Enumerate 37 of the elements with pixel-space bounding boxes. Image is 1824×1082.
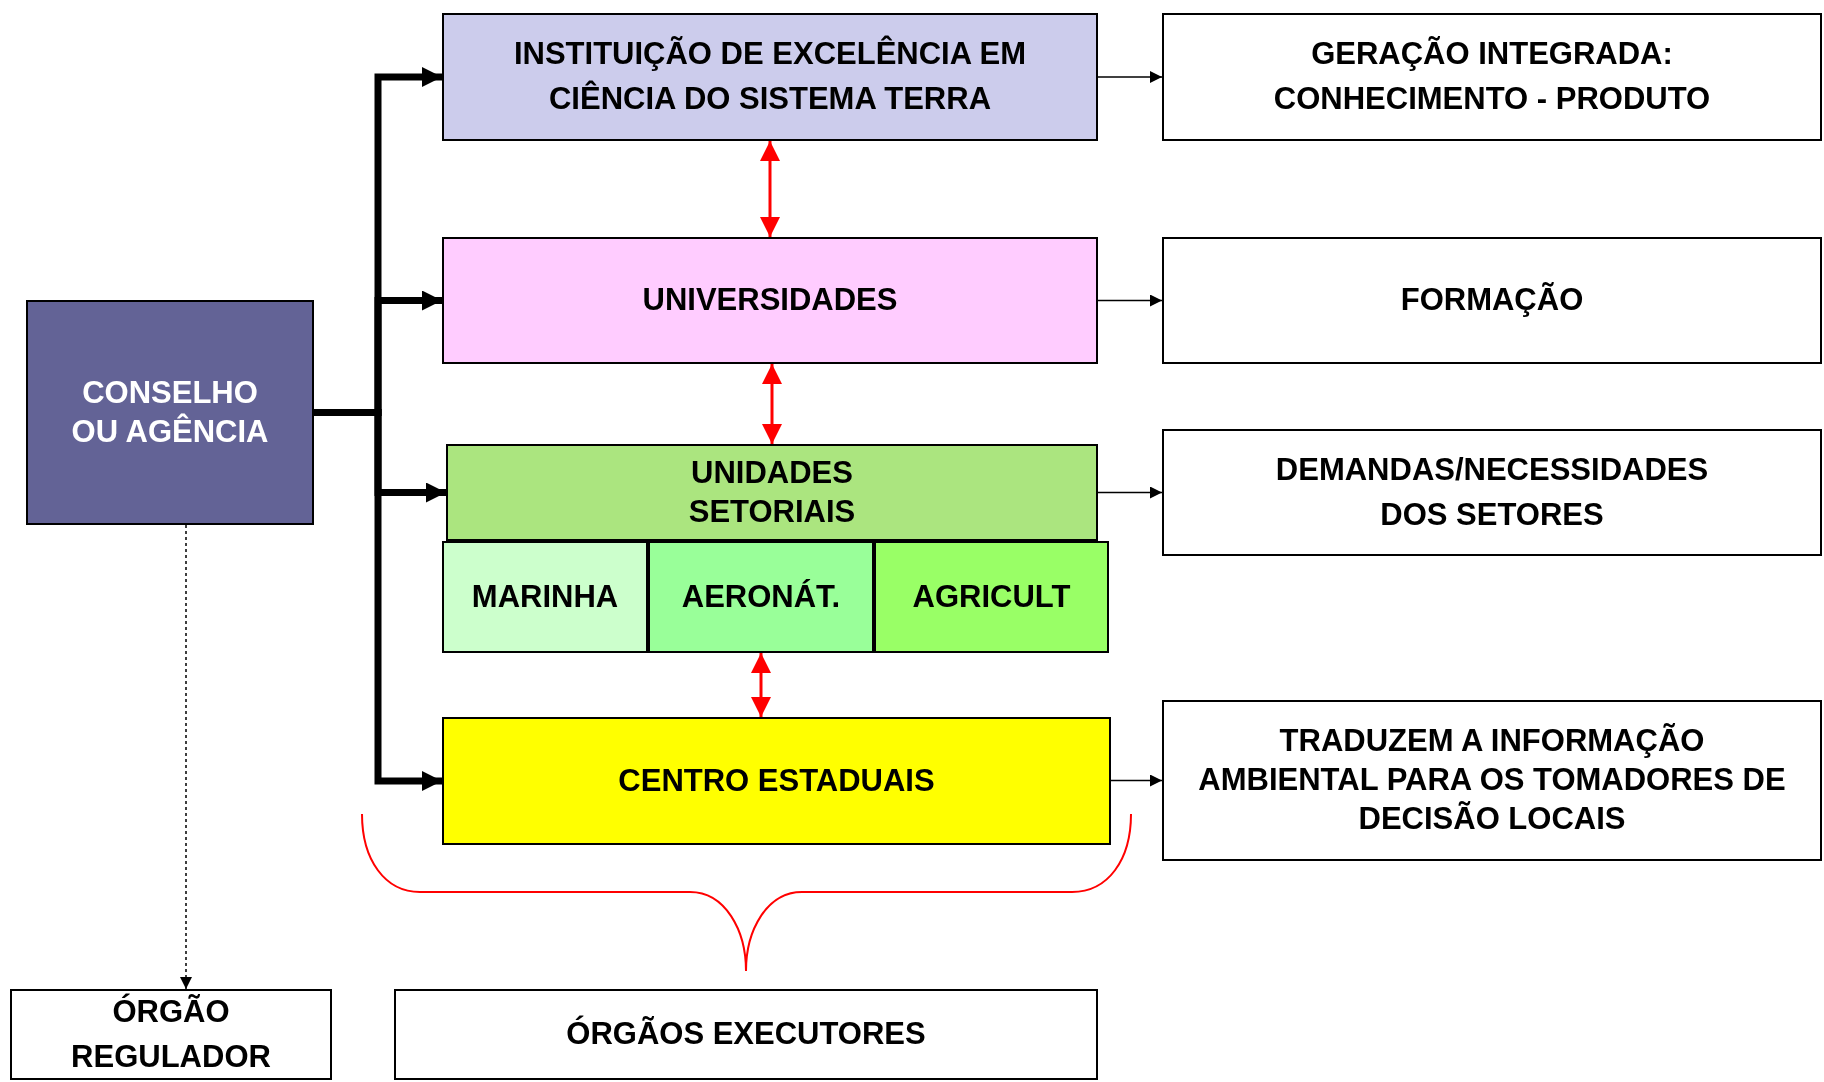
regulator-box xyxy=(10,989,332,1080)
node-label: AERONÁT. xyxy=(681,577,841,616)
outcome-box xyxy=(1162,13,1822,141)
node-label: ÓRGÃO REGULADOR xyxy=(70,992,272,1076)
arrow xyxy=(1097,486,1163,499)
node-label: DEMANDAS/NECESSIDADES DOS SETORES xyxy=(1274,450,1710,534)
node-label: GERAÇÃO INTEGRADA: CONHECIMENTO - PRODUTO xyxy=(1272,35,1712,118)
node-label: ÓRGÃOS EXECUTORES xyxy=(566,1014,926,1054)
arrow xyxy=(1097,71,1163,83)
node-label: CENTRO ESTADUAIS xyxy=(618,761,935,800)
arrow xyxy=(1110,774,1163,787)
outcome-box xyxy=(1162,700,1822,861)
outcome-box xyxy=(442,717,1111,845)
node-label: MARINHA xyxy=(471,577,619,616)
outcome-box xyxy=(446,444,1098,541)
arrow xyxy=(314,409,442,791)
node-label: UNIVERSIDADES xyxy=(642,281,898,320)
outcome-box xyxy=(1162,429,1822,556)
council-box xyxy=(26,300,314,525)
node-label: CONSELHO OU AGÊNCIA xyxy=(70,373,270,451)
outcome-box xyxy=(1162,237,1822,364)
arrow xyxy=(1097,294,1163,307)
outcome-box xyxy=(442,541,648,653)
node-label: INSTITUIÇÃO DE EXCELÊNCIA EM CIÊNCIA DO SISTEMA TERRA xyxy=(512,34,1028,118)
double-arrow xyxy=(760,141,780,237)
outcome-box xyxy=(874,541,1109,653)
executors-box xyxy=(394,989,1098,1080)
double-arrow xyxy=(762,364,782,444)
node-label: FORMAÇÃO xyxy=(1400,281,1584,320)
node-label: TRADUZEM A INFORMAÇÃO AMBIENTAL PARA OS TOMADORES DE DECISÃO LOCAIS xyxy=(1197,722,1787,838)
node-label: UNIDADES SETORIAIS xyxy=(687,453,857,531)
outcome-box xyxy=(442,237,1098,364)
node-label: AGRICULT xyxy=(912,577,1071,616)
double-arrow xyxy=(751,653,771,717)
arrow xyxy=(180,524,192,990)
outcome-box xyxy=(648,541,874,653)
outcome-box xyxy=(442,13,1098,141)
